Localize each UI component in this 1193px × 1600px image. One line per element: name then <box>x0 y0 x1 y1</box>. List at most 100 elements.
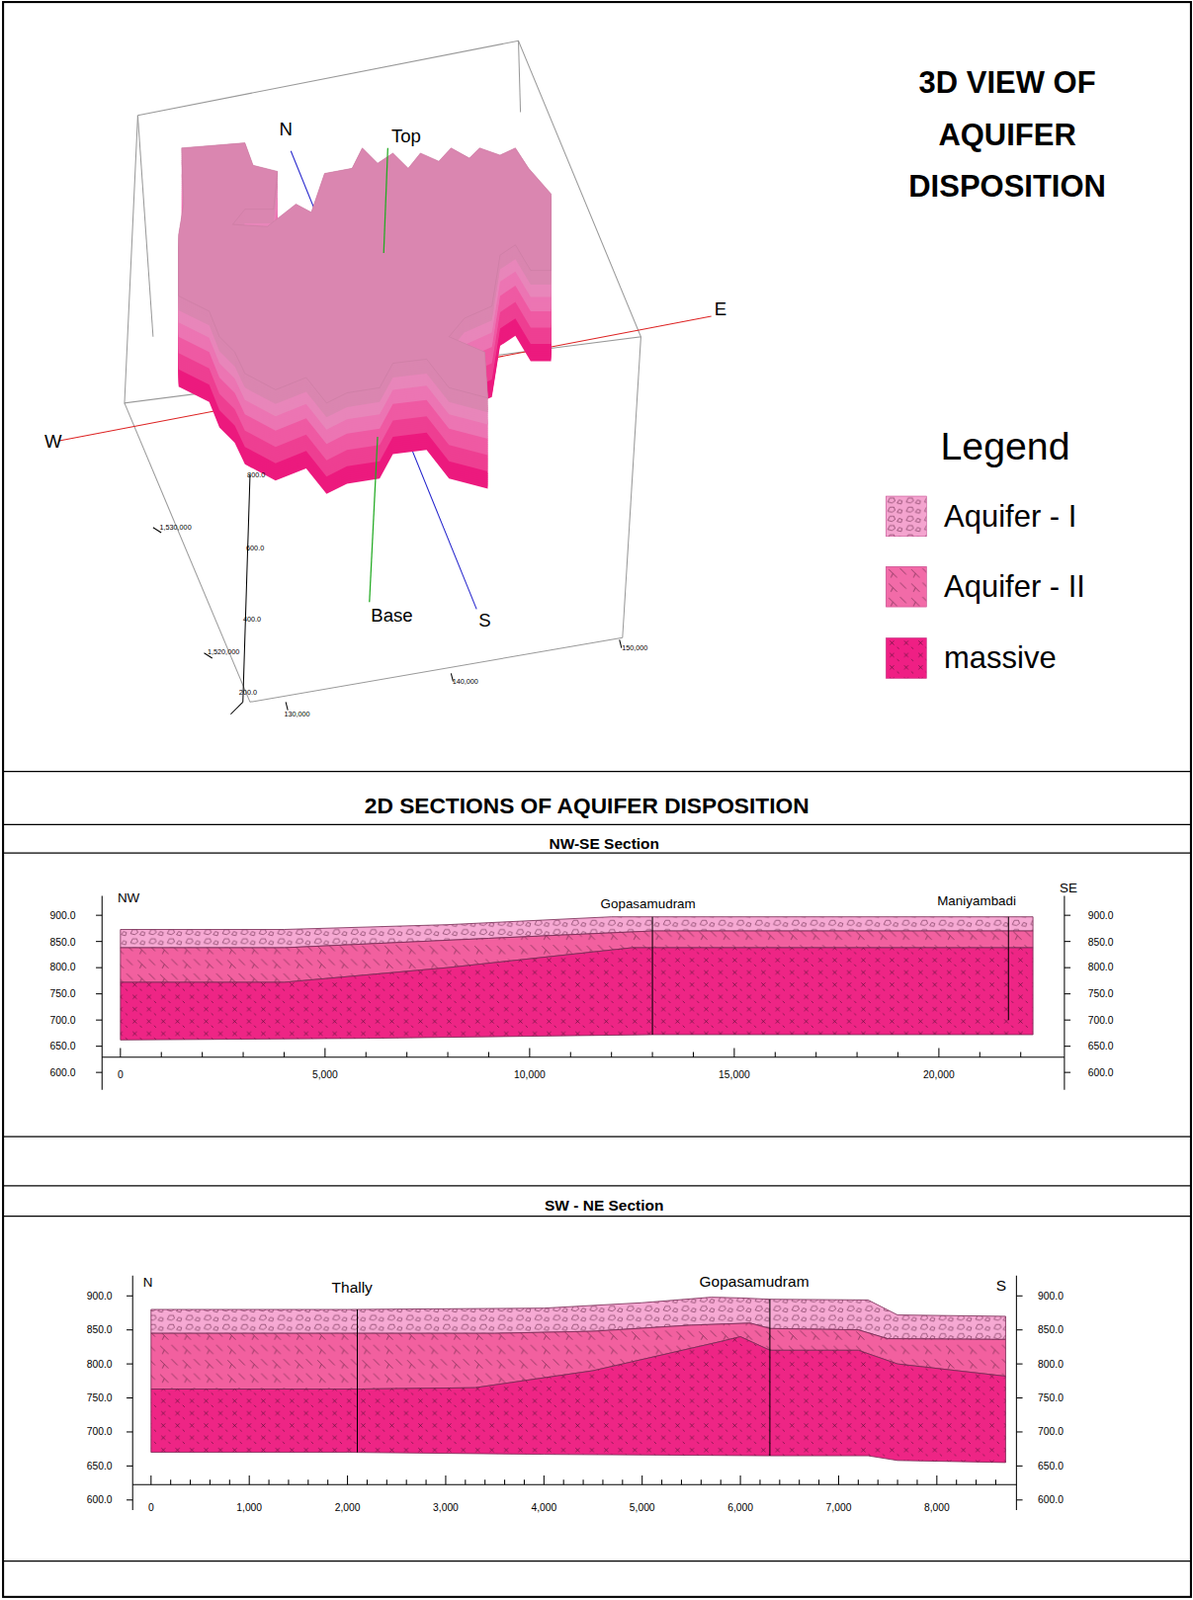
axis-tick <box>268 1479 270 1485</box>
tick-label: 750.0 <box>1088 988 1114 1000</box>
axis-tick <box>161 1052 163 1058</box>
axis-tick <box>229 1479 231 1485</box>
axis-tick <box>201 1052 203 1058</box>
axis-tick <box>1016 1329 1023 1331</box>
axis-tick <box>406 1479 408 1485</box>
tick-label: 10,000 <box>513 1069 546 1081</box>
swatch-pattern <box>885 566 927 607</box>
axis-tick <box>126 1465 133 1467</box>
axis-tick <box>975 1479 977 1485</box>
axis-label: S <box>478 611 491 632</box>
swatch-hatch <box>885 566 927 607</box>
layer-hatch <box>120 947 1033 1040</box>
axis-tick <box>838 1475 840 1485</box>
axis-line <box>1016 1276 1018 1511</box>
axis-tick <box>1016 1465 1023 1467</box>
axis-tick <box>720 1479 722 1485</box>
tick-label: 750.0 <box>1037 1392 1064 1404</box>
tick-label: 800.0 <box>247 471 265 480</box>
tick-label: 800.0 <box>86 1358 113 1369</box>
axis-tick <box>95 1045 102 1047</box>
legend-text: Aquifer - II <box>943 569 1086 604</box>
axis-tick <box>897 1052 899 1058</box>
tick-label: 650.0 <box>86 1460 113 1472</box>
tick-label: 850.0 <box>50 936 77 947</box>
axis-tick <box>1016 1295 1023 1297</box>
swatch-pattern <box>885 637 927 679</box>
legend-heading: Legend <box>940 425 1071 469</box>
aquifer-block <box>178 143 552 404</box>
tick-label: 140,000 <box>452 678 479 686</box>
axis-tick <box>283 1052 285 1058</box>
axis-tick <box>1064 1020 1071 1022</box>
axis-tick <box>661 1479 663 1485</box>
tick-label: 800.0 <box>1037 1358 1064 1369</box>
axis-tick <box>287 1479 289 1485</box>
tick-label: 850.0 <box>1037 1324 1064 1336</box>
tick-label: 750.0 <box>86 1392 113 1404</box>
tick-label: 700.0 <box>1037 1426 1064 1438</box>
axis-label: Top <box>391 126 422 147</box>
axis-tick <box>126 1397 133 1399</box>
end-label: NW <box>117 890 140 906</box>
axis-tick <box>119 1047 121 1057</box>
legend-text: Aquifer - I <box>943 499 1077 534</box>
axis-tick <box>484 1479 486 1485</box>
legend-text: massive <box>943 640 1057 676</box>
tick-label: 6,000 <box>727 1501 754 1513</box>
axis-tick <box>1016 1431 1023 1433</box>
tick-label: 15,000 <box>718 1069 751 1081</box>
axis-tick <box>818 1479 820 1485</box>
axis-tick <box>700 1479 702 1485</box>
axis-tick <box>307 1479 309 1485</box>
tick-label: 700.0 <box>1088 1014 1114 1025</box>
aquifer-top-face <box>178 143 552 404</box>
axis-tick <box>1064 993 1071 995</box>
tick-label: 900.0 <box>86 1290 113 1302</box>
tick-label: 900.0 <box>1037 1290 1064 1302</box>
tick-label: 600.0 <box>1037 1494 1064 1506</box>
tick-label: 400.0 <box>243 615 261 624</box>
axis-tick <box>692 1052 694 1058</box>
axis-tick <box>897 1479 899 1485</box>
axis-tick <box>740 1475 742 1485</box>
tick-label: 900.0 <box>50 909 77 921</box>
axis-tick <box>249 1475 251 1485</box>
tick-label: 3,000 <box>432 1501 459 1513</box>
borehole-line <box>356 1309 358 1453</box>
axis-tick <box>1064 1045 1071 1047</box>
tick-label: 2,000 <box>335 1501 361 1513</box>
tick-label: 130,000 <box>283 710 310 719</box>
tick-label: 650.0 <box>1088 1040 1114 1052</box>
axis-tick <box>936 1475 938 1485</box>
axis-tick <box>1020 1052 1022 1058</box>
axis-tick <box>366 1479 368 1485</box>
tick-label: 600.0 <box>50 1066 77 1078</box>
axis-tick <box>523 1479 525 1485</box>
axis-tick <box>995 1479 997 1485</box>
tick-label: 1,520,000 <box>207 648 240 657</box>
axis-tick <box>1064 915 1071 917</box>
end-label: N <box>143 1275 154 1290</box>
axis-line <box>101 1056 1065 1058</box>
axis-tick <box>1016 1397 1023 1399</box>
tick-label: 150,000 <box>621 644 648 653</box>
axis-line <box>1063 896 1065 1091</box>
axis-tick <box>955 1479 957 1485</box>
tick-label: 700.0 <box>50 1014 77 1025</box>
place-label: Gopasamudram <box>600 896 696 912</box>
axis-tick <box>759 1479 761 1485</box>
axis-tick <box>406 1052 408 1058</box>
tick-label: 200.0 <box>239 688 257 697</box>
tick-label: 0 <box>148 1501 155 1513</box>
axis-label: E <box>714 300 727 321</box>
axis-tick <box>126 1295 133 1297</box>
axis-tick <box>365 1052 367 1058</box>
swatch-hatch <box>885 496 927 537</box>
axis-tick <box>563 1479 565 1485</box>
axis-label: W <box>44 432 63 453</box>
axis-tick <box>426 1479 427 1485</box>
axis-tick <box>464 1479 466 1485</box>
place-label: Maniyambadi <box>937 893 1017 909</box>
axis-tick <box>324 1047 326 1057</box>
